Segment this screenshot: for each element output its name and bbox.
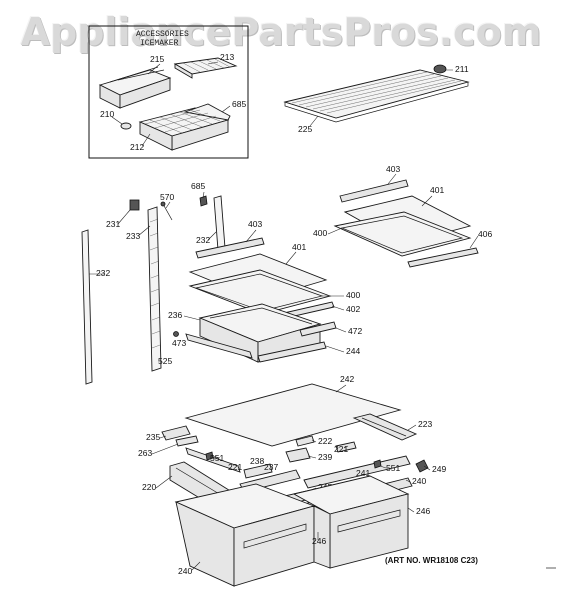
part-551-screw-right[interactable]	[373, 459, 382, 469]
callout-402: 402	[346, 304, 360, 314]
part-211-bumper[interactable]	[433, 64, 447, 74]
part-223-right-rail[interactable]	[352, 413, 418, 441]
callout-240-left: 240	[178, 566, 192, 576]
callout-685: 685	[232, 99, 246, 109]
callout-232-center: 232	[196, 235, 210, 245]
part-221-guide-left[interactable]	[185, 447, 241, 473]
callout-238: 238	[250, 456, 264, 466]
callout-403-right: 403	[386, 164, 400, 174]
callout-242: 242	[340, 374, 354, 384]
part-210-clip[interactable]	[120, 122, 132, 130]
part-242-crisper-glass[interactable]	[184, 383, 402, 447]
inset-title-icemaker: ICEMAKER	[140, 39, 179, 48]
callout-237: 237	[264, 462, 278, 472]
callout-401-center: 401	[292, 242, 306, 252]
part-235-end-cap[interactable]	[161, 425, 191, 441]
callout-235: 235	[146, 432, 160, 442]
part-239-guide[interactable]	[285, 447, 311, 463]
part-225-wire-shelf[interactable]	[283, 69, 470, 123]
part-246-crisper-drawer-right[interactable]	[292, 475, 410, 569]
part-263-slide[interactable]	[175, 435, 199, 447]
part-406-front-trim-right[interactable]	[407, 247, 479, 268]
callout-551-right: 551	[386, 463, 400, 473]
inset-title-accessories: ACCESSORIES	[136, 30, 189, 39]
callout-570: 570	[160, 192, 174, 202]
part-222-clip[interactable]	[295, 435, 315, 447]
callout-240-right: 240	[412, 476, 426, 486]
part-403-shelf-trim-center[interactable]	[195, 237, 265, 259]
callout-225: 225	[298, 124, 312, 134]
part-215-ice-tray[interactable]	[98, 66, 172, 109]
callout-215: 215	[150, 54, 164, 64]
callout-241: 241	[356, 468, 370, 478]
callout-221-left: 221	[228, 462, 242, 472]
part-232-rail-center[interactable]	[213, 195, 226, 251]
part-249-clip[interactable]	[415, 459, 429, 473]
callout-244: 244	[346, 346, 360, 356]
part-400-shelf-frame-right[interactable]	[333, 211, 472, 257]
part-403-shelf-trim-right[interactable]	[339, 179, 409, 203]
callout-233: 233	[126, 231, 140, 241]
accessories-inset: ACCESSORIES ICEMAKER 215 213 685	[88, 25, 249, 159]
part-551-screw-left[interactable]	[205, 451, 214, 461]
callout-222: 222	[318, 436, 332, 446]
art-number: (ART NO. WR18108 C23)	[385, 556, 478, 565]
callout-472: 472	[348, 326, 362, 336]
callout-239: 239	[318, 452, 332, 462]
callout-401-right: 401	[430, 185, 444, 195]
callout-685-clip: 685	[191, 181, 205, 191]
callout-249: 249	[432, 464, 446, 474]
part-232-rail-left[interactable]	[81, 229, 93, 385]
callout-403-center: 403	[248, 219, 262, 229]
part-233-ladder-rail[interactable]	[147, 206, 162, 372]
callout-210: 210	[100, 109, 114, 119]
callout-231: 231	[106, 219, 120, 229]
part-213-cube-tray[interactable]	[173, 57, 238, 79]
callout-400-right: 400	[313, 228, 327, 238]
callout-211: 211	[455, 64, 469, 74]
callout-213: 213	[220, 52, 234, 62]
part-685-clip[interactable]	[199, 195, 208, 207]
part-241-front-cover[interactable]	[303, 455, 411, 489]
callout-263: 263	[138, 448, 152, 458]
part-473-clip[interactable]	[173, 331, 179, 337]
callout-406: 406	[478, 229, 492, 239]
part-685-ice-bin[interactable]	[138, 103, 231, 151]
callout-525: 525	[158, 356, 172, 366]
callout-232-left: 232	[96, 268, 110, 278]
callout-400-center: 400	[346, 290, 360, 300]
part-238-cover-left[interactable]	[243, 463, 273, 479]
callout-246-right: 246	[416, 506, 430, 516]
part-244-cover-front[interactable]	[185, 333, 327, 363]
callout-220: 220	[142, 482, 156, 492]
part-570-screw[interactable]	[160, 201, 173, 221]
callout-212: 212	[130, 142, 144, 152]
callout-236: 236	[168, 310, 182, 320]
callout-221-right: 221	[334, 444, 348, 454]
callout-473: 473	[172, 338, 186, 348]
part-231-bracket[interactable]	[129, 199, 140, 211]
part-240-crisper-drawer-left[interactable]	[174, 483, 316, 587]
callout-551-left: 551	[210, 453, 224, 463]
callout-223: 223	[418, 419, 432, 429]
callout-246-mid: 246	[312, 536, 326, 546]
